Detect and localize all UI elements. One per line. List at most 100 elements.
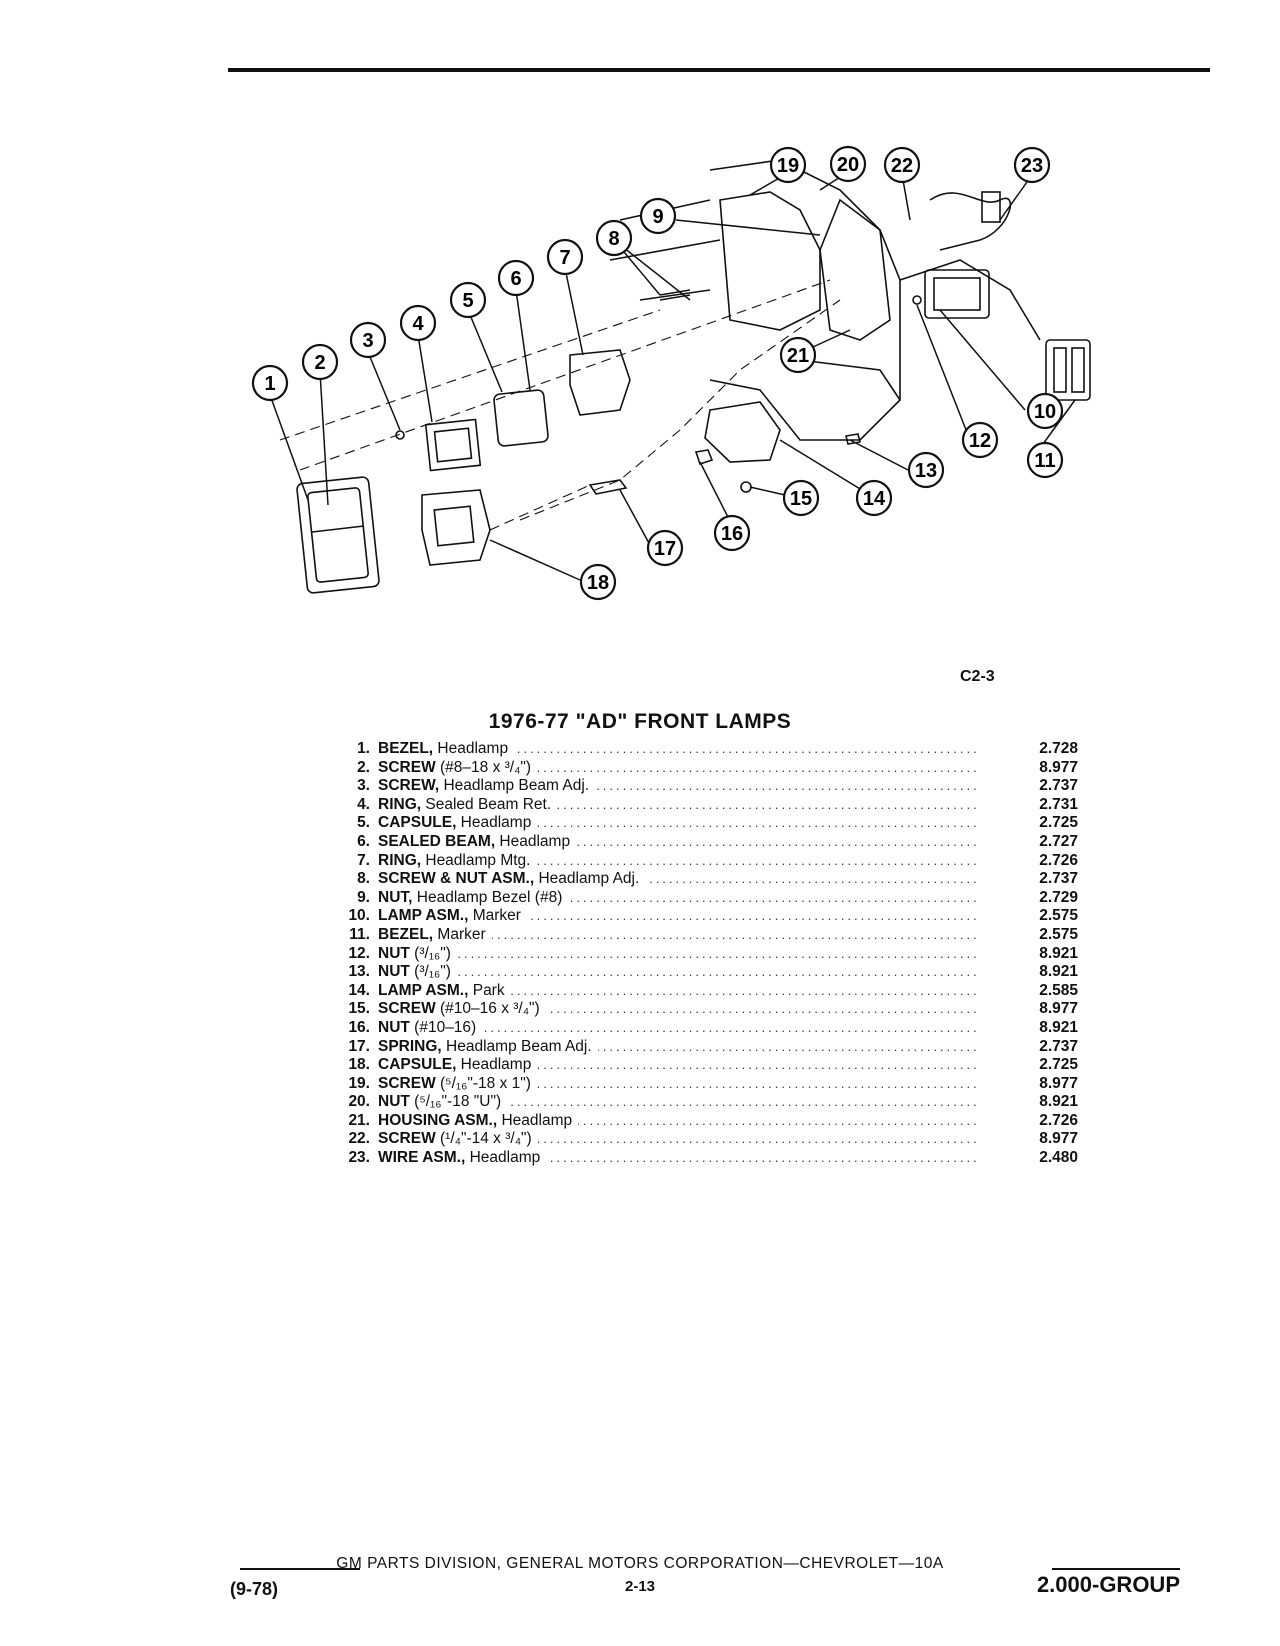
- svg-text:12: 12: [969, 430, 991, 452]
- svg-text:10: 10: [1034, 401, 1056, 423]
- footer-rule-right: [1052, 1568, 1180, 1570]
- part-description: Headlamp: [456, 1056, 532, 1074]
- callout-15: 15: [782, 479, 820, 517]
- part-group-number: 2.729: [1039, 888, 1078, 906]
- part-description: (#10–16): [409, 1018, 477, 1036]
- part-row: 22......................................…: [340, 1130, 1088, 1150]
- callout-8: 8: [595, 219, 633, 257]
- part-description: Headlamp Mtg.: [421, 851, 531, 869]
- part-label: LAMP ASM., Marker: [378, 907, 527, 926]
- callout-14: 14: [855, 479, 893, 517]
- part-number: 4.: [357, 795, 370, 813]
- callouts: 1 2 3 4 5 6 7 8 9 10 11 12 13 14 15 16 1…: [251, 145, 1064, 601]
- part-number: 13.: [348, 963, 370, 981]
- part-group-number: 2.480: [1039, 1149, 1078, 1167]
- part-name: BEZEL,: [378, 740, 434, 757]
- callout-22: 22: [883, 146, 921, 184]
- callout-23: 23: [1013, 146, 1051, 184]
- part-row: 1.......................................…: [340, 740, 1088, 759]
- svg-text:1: 1: [264, 373, 275, 395]
- part-row: 18......................................…: [340, 1056, 1088, 1075]
- leader-dots: ........................................…: [378, 908, 978, 924]
- callout-5: 5: [449, 281, 487, 319]
- part-number: 7.: [357, 851, 370, 869]
- svg-text:15: 15: [790, 488, 812, 510]
- part-description: (#10–16 x ³/₄"): [435, 1000, 540, 1018]
- part-name: NUT: [378, 944, 410, 962]
- part-description: (³/₁₆"): [409, 963, 451, 981]
- part-description: (⁵/₁₆"-18 "U"): [409, 1093, 502, 1111]
- part-group-number: 2.731: [1039, 795, 1078, 813]
- part-row: 7.......................................…: [340, 851, 1088, 871]
- part-row: 11......................................…: [340, 925, 1088, 945]
- callout-16: 16: [713, 514, 751, 552]
- part-row: 14......................................…: [340, 981, 1088, 1001]
- part-label: NUT (#10–16): [378, 1018, 483, 1038]
- svg-text:9: 9: [652, 206, 663, 228]
- svg-text:18: 18: [587, 572, 609, 594]
- part-description: Park: [468, 981, 505, 999]
- svg-text:3: 3: [362, 330, 373, 352]
- part-row: 20......................................…: [340, 1093, 1088, 1112]
- part-name: SCREW: [378, 1130, 436, 1148]
- part-name: SCREW: [378, 1074, 436, 1092]
- part-group-number: 8.977: [1039, 1074, 1078, 1092]
- exploded-view-diagram: 1 2 3 4 5 6 7 8 9 10 11 12 13 14 15 16 1…: [240, 140, 1120, 660]
- part-name: NUT,: [378, 888, 413, 906]
- part-name: SEALED BEAM,: [378, 832, 496, 850]
- svg-text:23: 23: [1021, 155, 1043, 177]
- part-row: 19......................................…: [340, 1074, 1088, 1094]
- footer-publisher: GM PARTS DIVISION, GENERAL MOTORS CORPOR…: [336, 1555, 944, 1572]
- part-description: Headlamp Bezel (#8): [412, 888, 563, 906]
- callout-20: 20: [829, 145, 867, 183]
- part-number: 11.: [349, 925, 370, 943]
- svg-text:20: 20: [837, 154, 859, 176]
- part-description: Headlamp: [456, 814, 532, 832]
- svg-text:22: 22: [891, 155, 913, 177]
- svg-text:13: 13: [915, 460, 937, 482]
- part-number: 20.: [348, 1093, 370, 1111]
- leader-lines: [269, 171, 1076, 581]
- part-label: NUT, Headlamp Bezel (#8): [378, 888, 569, 908]
- part-number: 1.: [357, 740, 370, 757]
- callout-12: 12: [961, 421, 999, 459]
- part-number: 14.: [348, 981, 370, 999]
- part-label: NUT (³/₁₆"): [378, 963, 457, 982]
- part-description: Headlamp Beam Adj.: [439, 777, 590, 795]
- part-row: 4.......................................…: [340, 795, 1088, 815]
- part-group-number: 2.575: [1039, 925, 1078, 943]
- part-number: 17.: [348, 1037, 370, 1055]
- part-label: RING, Sealed Beam Ret.: [378, 795, 558, 815]
- part-group-number: 2.725: [1039, 814, 1078, 832]
- part-name: RING,: [378, 851, 422, 869]
- part-number: 10.: [348, 907, 370, 925]
- part-row: 2.......................................…: [340, 758, 1088, 778]
- part-group-number: 8.921: [1039, 1018, 1078, 1036]
- part-description: Marker: [433, 925, 486, 943]
- footer-page-number: 2-13: [624, 1578, 656, 1595]
- top-rule: [228, 68, 1210, 72]
- part-label: NUT (³/₁₆"): [378, 944, 457, 964]
- part-row: 10......................................…: [340, 907, 1088, 926]
- part-number: 21.: [348, 1111, 370, 1129]
- part-name: SPRING,: [378, 1037, 442, 1055]
- part-name: SCREW: [378, 758, 436, 776]
- part-label: SEALED BEAM, Headlamp: [378, 832, 577, 852]
- part-number: 23.: [348, 1149, 370, 1167]
- diagram-linework: [296, 159, 1091, 594]
- part-number: 12.: [348, 944, 370, 962]
- leader-dots: ........................................…: [378, 1094, 978, 1110]
- svg-text:21: 21: [787, 345, 809, 367]
- callout-4: 4: [399, 304, 437, 342]
- leader-dots: ........................................…: [378, 741, 978, 756]
- part-group-number: 2.728: [1039, 740, 1078, 757]
- part-label: CAPSULE, Headlamp: [378, 1056, 538, 1075]
- part-description: (⁵/₁₆"-18 x 1"): [435, 1074, 531, 1092]
- part-description: Headlamp Beam Adj.: [441, 1037, 592, 1055]
- part-label: SCREW & NUT ASM., Headlamp Adj.: [378, 870, 646, 889]
- part-number: 15.: [348, 1000, 370, 1018]
- footer-group: 2.000-GROUP: [1036, 1572, 1180, 1597]
- callout-17: 17: [646, 529, 684, 567]
- part-group-number: 8.921: [1039, 944, 1078, 962]
- footer-date: (9-78): [230, 1579, 279, 1599]
